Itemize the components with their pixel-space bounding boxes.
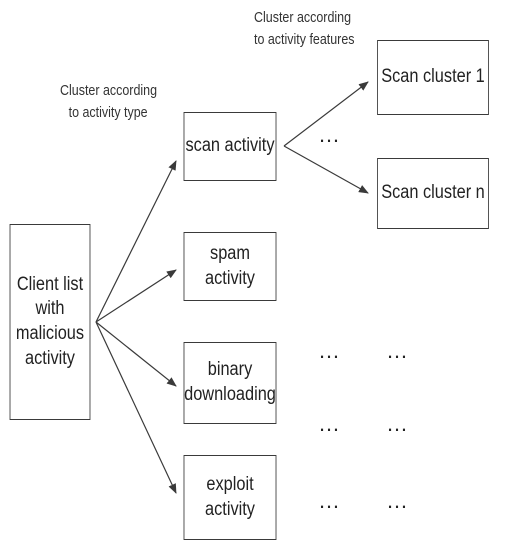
node-exploit-activity-line2: activity [205,498,255,520]
ellipsis-binary-col1: … [318,338,341,363]
node-client-list-line1: Client list [16,273,84,295]
node-client-list: Client list with malicious activity [9,224,91,420]
arrow-client-to-exploit [95,321,177,494]
ellipsis-binary-col2: … [386,338,409,363]
node-scan-activity: scan activity [183,112,277,181]
label-cluster-by-type-line2: to activity type [68,105,148,122]
arrow-client-to-binary [95,321,177,387]
label-cluster-by-features-line2: to activity features [254,32,355,49]
node-scan-cluster-1-label: Scan cluster 1 [381,66,485,88]
node-binary-downloading-line1: binary [207,359,253,381]
ellipsis-scan-clusters: … [318,122,341,147]
label-cluster-by-features: Cluster according to activity features [254,7,354,52]
ellipsis-binary-lower-col2: … [386,411,409,436]
node-client-list-line3: malicious [15,323,85,344]
arrow-client-to-spam [95,269,177,323]
label-cluster-by-type: Cluster according to activity type [60,80,157,125]
node-scan-cluster-n: Scan cluster n [377,158,489,229]
node-binary-downloading: binary downloading [183,342,277,424]
node-binary-downloading-line2: downloading [184,384,276,405]
node-exploit-activity: exploit activity [183,455,277,540]
node-scan-cluster-1: Scan cluster 1 [377,40,489,115]
node-scan-cluster-n-label: Scan cluster n [381,182,485,204]
arrow-scan-to-cluster-n [283,145,369,194]
ellipsis-exploit-col2: … [386,488,409,513]
node-spam-activity-label: spam activity [205,242,255,289]
ellipsis-binary-lower-col1: … [318,411,341,436]
label-cluster-by-type-line1: Cluster according [60,83,158,99]
arrow-client-to-scan [95,160,177,323]
arrow-scan-to-cluster-1 [283,81,369,147]
node-spam-activity: spam activity [183,232,277,301]
node-scan-activity-label: scan activity [185,135,275,157]
node-exploit-activity-line1: exploit [206,473,254,495]
node-client-list-line2: with [35,298,65,320]
label-cluster-by-features-line1: Cluster according [254,10,352,26]
ellipsis-exploit-col1: … [318,488,341,513]
node-client-list-line4: activity [25,347,75,369]
